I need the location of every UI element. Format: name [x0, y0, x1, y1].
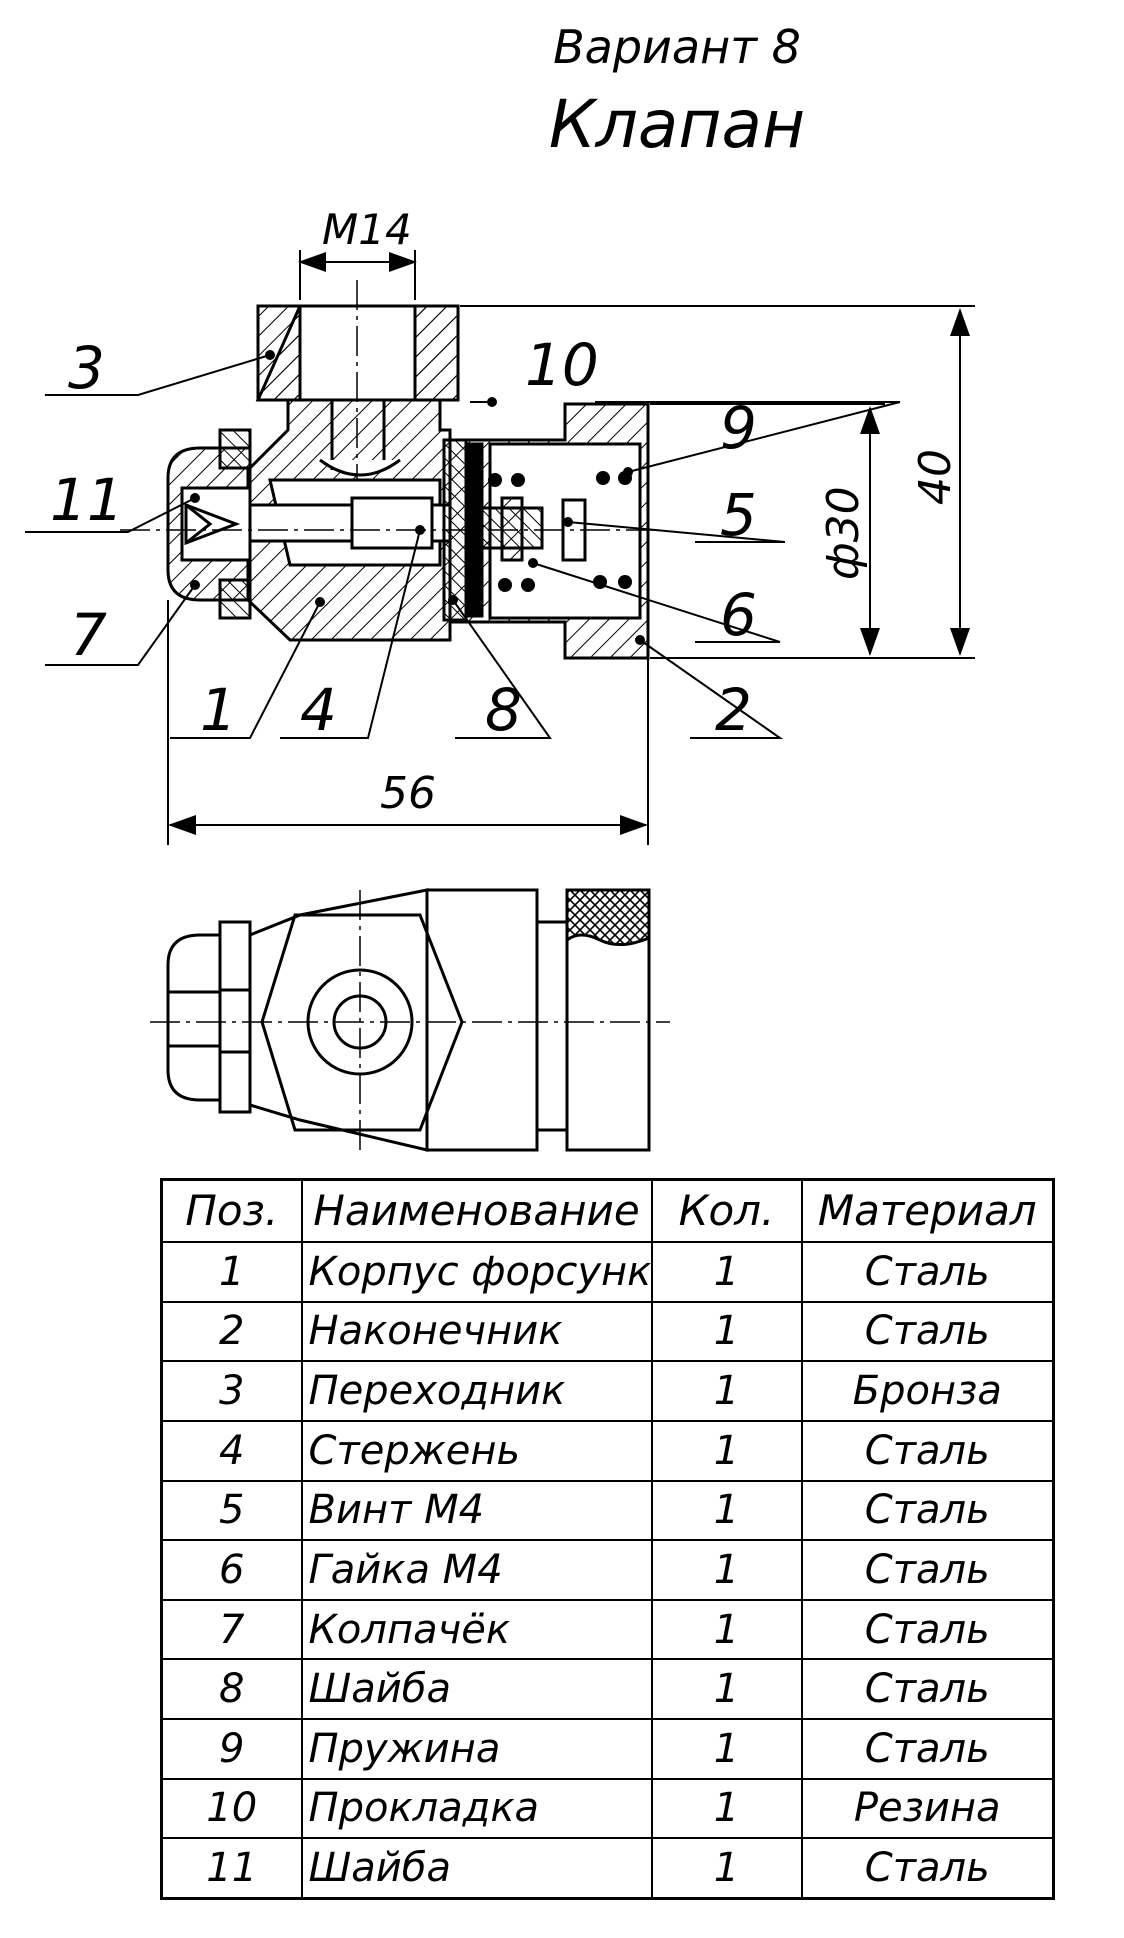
cell-material: Сталь [800, 1419, 1055, 1482]
cell-material: Сталь [800, 1241, 1055, 1303]
cell-name: Шайба [300, 1837, 653, 1900]
cell-pos: 10 [160, 1777, 303, 1840]
callout-1: 1 [200, 676, 237, 744]
cell-pos: 9 [160, 1718, 303, 1780]
cell-name: Винт М4 [300, 1479, 653, 1542]
cell-pos: 6 [160, 1539, 303, 1601]
cell-name: Прокладка [300, 1777, 653, 1840]
callout-6: 6 [720, 581, 757, 649]
variant-title: Вариант 8 [553, 20, 801, 74]
cell-qty: 1 [650, 1300, 803, 1363]
cell-material: Сталь [800, 1479, 1055, 1542]
callout-2: 2 [715, 676, 752, 744]
cell-qty: 1 [650, 1419, 803, 1482]
callout-numbers: 3 11 7 1 4 8 2 10 9 5 6 [50, 331, 757, 744]
cell-qty: 1 [650, 1837, 803, 1900]
cell-pos: 7 [160, 1598, 303, 1661]
header-material: Материал [800, 1178, 1055, 1243]
diameter-dimension: ф30 [818, 486, 869, 580]
cell-qty: 1 [650, 1539, 803, 1601]
cell-material: Сталь [800, 1718, 1055, 1780]
cell-qty: 1 [650, 1718, 803, 1780]
callout-4: 4 [300, 676, 337, 744]
thread-dimension: M14 [322, 205, 412, 254]
cell-qty: 1 [650, 1658, 803, 1720]
header-qty: Кол. [650, 1178, 803, 1243]
cell-material: Резина [800, 1777, 1055, 1840]
cell-qty: 1 [650, 1479, 803, 1542]
cell-pos: 11 [160, 1837, 303, 1900]
cell-material: Сталь [800, 1598, 1055, 1661]
cell-pos: 1 [160, 1241, 303, 1303]
callout-10: 10 [525, 331, 599, 399]
cell-material: Бронза [800, 1360, 1055, 1422]
cell-pos: 5 [160, 1479, 303, 1542]
callout-9: 9 [720, 394, 757, 462]
cell-qty: 1 [650, 1360, 803, 1422]
length-dimension: 56 [380, 768, 436, 819]
cell-qty: 1 [650, 1777, 803, 1840]
cell-pos: 4 [160, 1419, 303, 1482]
cell-pos: 2 [160, 1300, 303, 1363]
drawing-title: Клапан [548, 86, 806, 163]
cell-material: Сталь [800, 1658, 1055, 1720]
height-dimension: 40 [910, 449, 961, 505]
cell-name: Колпачёк [300, 1598, 653, 1661]
callout-8: 8 [485, 676, 522, 744]
cell-name: Наконечник [300, 1300, 653, 1363]
cell-qty: 1 [650, 1241, 803, 1303]
cell-name: Стержень [300, 1419, 653, 1482]
cell-material: Сталь [800, 1539, 1055, 1601]
cell-material: Сталь [800, 1837, 1055, 1900]
cell-name: Пружина [300, 1718, 653, 1780]
cell-pos: 3 [160, 1360, 303, 1422]
cell-name: Корпус форсунки [300, 1241, 653, 1303]
leaders [25, 354, 901, 739]
spring-part [488, 471, 632, 592]
callout-5: 5 [720, 481, 757, 549]
header-pos: Поз. [160, 1178, 303, 1243]
callout-3: 3 [68, 334, 105, 402]
cell-name: Шайба [300, 1658, 653, 1720]
dimension-texts: M14 40 ф30 56 [322, 205, 961, 819]
cell-name: Переходник [300, 1360, 653, 1422]
assembly-drawing: M14 40 ф30 56 3 11 7 1 4 8 2 10 9 5 6 [25, 205, 975, 1152]
cell-name: Гайка М4 [300, 1539, 653, 1601]
header-name: Наименование [300, 1178, 653, 1243]
dimension-lines [167, 250, 975, 845]
side-view [150, 888, 670, 1152]
table-header-row: Поз. Наименование Кол. Материал [160, 1178, 1055, 1243]
cell-pos: 8 [160, 1658, 303, 1720]
callout-11: 11 [50, 466, 124, 534]
cell-material: Сталь [800, 1300, 1055, 1363]
section-view [120, 280, 660, 660]
cell-qty: 1 [650, 1598, 803, 1661]
callout-7: 7 [70, 601, 107, 669]
